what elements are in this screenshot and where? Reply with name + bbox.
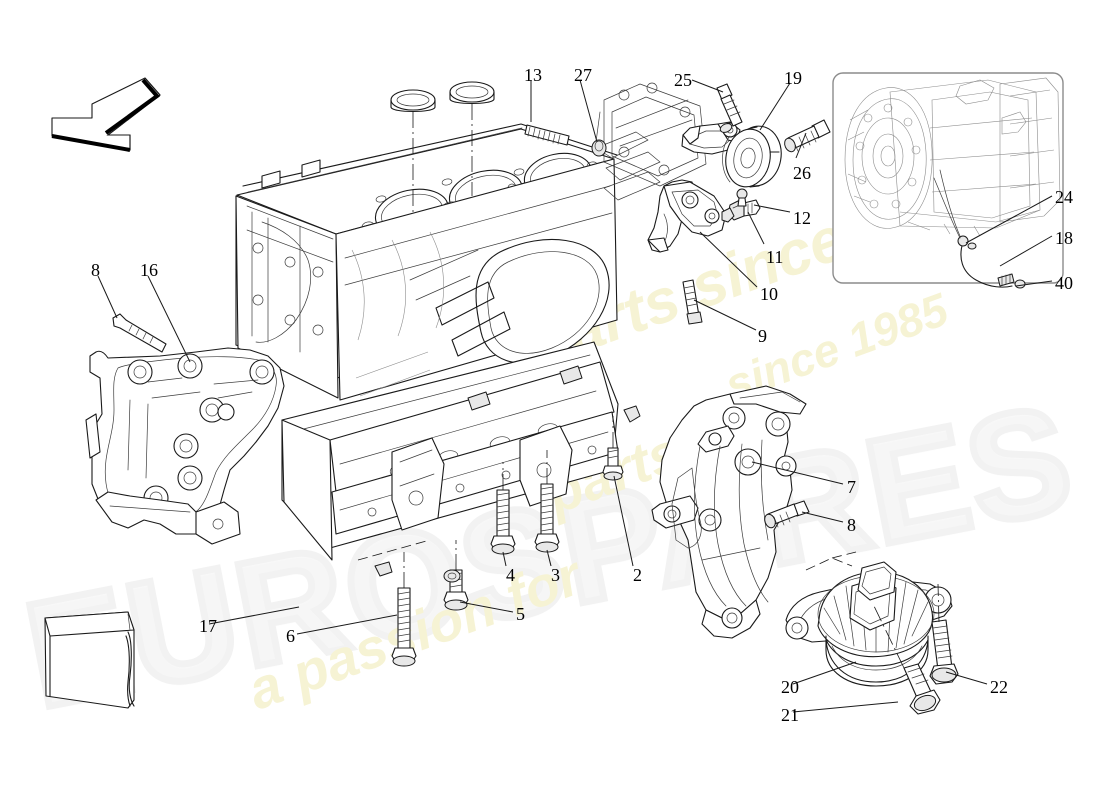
transmission-wiring-harness xyxy=(933,169,1026,289)
part-13-stud-bolt xyxy=(524,124,570,146)
callout-18: 18 xyxy=(1055,228,1073,248)
part-3-bolt xyxy=(534,450,560,553)
part-20-engine-mount xyxy=(785,551,953,687)
callout-40: 40 xyxy=(1055,273,1073,293)
callout-4: 4 xyxy=(506,565,515,585)
callout-12: 12 xyxy=(793,208,811,228)
callout-20: 20 xyxy=(781,677,799,697)
direction-arrow xyxy=(51,77,161,152)
callout-26: 26 xyxy=(793,163,811,183)
leader-lines xyxy=(97,79,1053,713)
callout-8-left: 8 xyxy=(91,260,100,280)
deck-locator-blocks xyxy=(261,159,321,189)
callout-13: 13 xyxy=(524,65,542,85)
part-12-clip-retainer xyxy=(736,188,748,207)
callout-25: 25 xyxy=(674,70,692,90)
part-4-bolt xyxy=(490,462,516,555)
part-7-right-mount-bracket xyxy=(651,385,807,639)
part-2-short-flanged-bolt xyxy=(602,405,641,481)
callout-5: 5 xyxy=(516,604,525,624)
callout-27: 27 xyxy=(574,65,592,85)
callout-7: 7 xyxy=(847,477,856,497)
part-10-mount-arm-bracket xyxy=(647,179,727,253)
part-9-long-stud xyxy=(682,279,703,325)
cylinder-liner-seals xyxy=(390,81,495,215)
part-17-rubber-pad xyxy=(44,611,135,709)
part-26-flanged-bolt xyxy=(784,119,831,153)
callout-2: 2 xyxy=(633,565,642,585)
callout-10: 10 xyxy=(760,284,778,304)
part-16-left-mount-bracket xyxy=(85,347,285,545)
part-25-bolt xyxy=(716,83,743,133)
callout-9: 9 xyxy=(758,326,767,346)
transmission-assembly-inset xyxy=(832,72,1064,289)
callout-21: 21 xyxy=(781,705,799,725)
cylinder-head-ghost xyxy=(595,82,707,201)
callout-24: 24 xyxy=(1055,187,1073,207)
pan-hardware-misc xyxy=(357,539,461,583)
callout-11: 11 xyxy=(766,247,784,267)
part-6-long-bolt xyxy=(391,552,417,667)
part-27-dowel-pin xyxy=(591,139,607,157)
part-22-mount-long-bolt xyxy=(929,583,959,685)
callout-17: 17 xyxy=(199,616,217,636)
engine-cylinder-block xyxy=(235,123,619,561)
callout-16: 16 xyxy=(140,260,158,280)
callout-6: 6 xyxy=(286,626,295,646)
part-21-mount-bolt xyxy=(873,605,941,715)
callout-19: 19 xyxy=(784,68,802,88)
part-8-left-bolt xyxy=(112,313,167,353)
callout-8-right: 8 xyxy=(847,515,856,535)
callout-3: 3 xyxy=(551,565,560,585)
callout-22: 22 xyxy=(990,677,1008,697)
